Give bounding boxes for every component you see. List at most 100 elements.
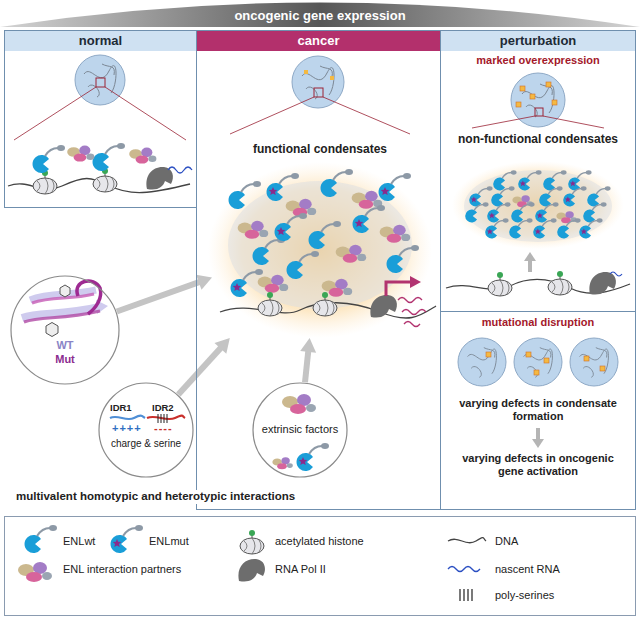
idr2-line: [147, 416, 185, 419]
subpanel: marked overexpressionnon-functional cond…: [441, 51, 635, 312]
partner-cluster: [380, 225, 411, 243]
enl-wt: [253, 237, 285, 265]
nucleus: [514, 338, 562, 386]
chromatin: [580, 348, 609, 378]
zoom-circle: extrinsic factors: [252, 382, 348, 478]
enl-mut: [469, 186, 492, 206]
condensate-dot: [584, 356, 589, 361]
partner-cluster: [258, 275, 289, 293]
side-chain: [46, 323, 58, 337]
charge-sign: ++++: [112, 422, 142, 435]
nucleosome: [488, 272, 512, 296]
enl-mut: [231, 269, 263, 297]
activation-arrow: [386, 282, 410, 296]
subpanel-header: mutational disruption: [441, 316, 635, 329]
condensate-glow: [452, 161, 624, 249]
enl-mut: [379, 173, 411, 201]
domain-label: IDR1: [110, 402, 138, 413]
recruit-arrowhead: [524, 252, 536, 261]
legend-text: DNA: [495, 535, 518, 548]
circle-label: extrinsic factors: [252, 423, 348, 436]
pol2: [146, 167, 173, 190]
zoom-line: [14, 87, 186, 140]
condensate-core: [464, 170, 612, 242]
down-arrow: [536, 428, 540, 440]
zoom-circle-fill: [252, 382, 348, 478]
charge-sign: ----: [154, 422, 184, 435]
zoom-line: [472, 116, 604, 128]
outcome-text: varying defects in oncogenic gene activa…: [448, 452, 628, 478]
side-chain: [60, 285, 70, 297]
domain-label: IDR2: [152, 402, 180, 413]
nucleosome: [258, 292, 282, 316]
zoom-line: [230, 97, 410, 134]
nucleus: [458, 338, 506, 386]
enl-wt: [509, 218, 532, 238]
partner-cluster: [67, 146, 94, 162]
arrowhead: [196, 275, 212, 290]
legend-poly-serines: [460, 589, 472, 601]
zoom-circle: WTMut: [10, 275, 120, 385]
partner-cluster: [238, 221, 269, 239]
condensate-dot: [486, 352, 491, 357]
legend-box: ENLwtENLmutacetylated histoneDNAENL inte…: [4, 516, 636, 616]
enl-wt: [465, 202, 488, 222]
annotation-label: multivalent homotypic and heterotypic in…: [14, 490, 297, 504]
condensate-dot: [526, 352, 531, 357]
enl-wt: [287, 251, 319, 279]
legend-text: nascent RNA: [495, 563, 560, 576]
idr1-line: [110, 416, 145, 419]
condensate-region: functional condensates: [212, 140, 428, 338]
partner-cluster: [129, 148, 156, 164]
pol2: [370, 295, 397, 318]
legend-text: acetylated histone: [275, 535, 364, 548]
legend-dna: [448, 538, 486, 543]
connector: [300, 338, 316, 382]
legend-text: ENL interaction partners: [63, 563, 181, 576]
circle-outline: [10, 275, 120, 385]
nucleus: [570, 338, 618, 386]
enl-wt: [229, 181, 261, 209]
enl-wt: [309, 221, 341, 249]
legend-nucleosome: [240, 530, 264, 554]
partner-cluster: [336, 245, 367, 263]
chromatin: [302, 66, 334, 99]
poly-serine-ticks: [158, 414, 167, 423]
down-arrowhead: [532, 439, 544, 448]
enl-mut: [267, 173, 299, 201]
circle-outline: [11, 276, 119, 384]
enl-wt: [93, 143, 125, 171]
enl-mut: [485, 218, 508, 238]
condensate-label: functional condensates: [212, 142, 428, 156]
arrowhead: [300, 338, 316, 353]
enl-mut: [579, 218, 602, 238]
legend-enl-mut: [111, 525, 143, 553]
condensate-dot: [546, 82, 551, 87]
condensate-dot: [516, 102, 521, 107]
enl-wt: [557, 218, 580, 238]
enl-mut: [297, 443, 329, 471]
panel-header: normal: [5, 31, 196, 51]
connector: [178, 338, 229, 395]
activation-arrowhead: [410, 276, 421, 288]
variant-label: WT: [10, 339, 120, 352]
nascent-rna: [610, 272, 622, 276]
enl-mut: [275, 213, 307, 241]
enl-mut: [353, 205, 385, 233]
condensate-dot: [544, 358, 549, 363]
legend-partners: [18, 562, 52, 582]
condensate-label: non-functional condensates: [452, 132, 624, 146]
zoom-circle: IDR1IDR2++++----charge & serine: [98, 382, 194, 478]
connector-line: [178, 345, 223, 394]
condensate-dot: [520, 86, 525, 91]
enl-mut: [563, 186, 586, 206]
partner-cluster: [352, 191, 383, 209]
nucleosome: [93, 168, 117, 192]
enl-wt: [491, 186, 514, 206]
variant-label: Mut: [10, 353, 120, 366]
circle-outline: [99, 383, 193, 477]
nascent-rna: [398, 298, 426, 327]
nucleosome: [33, 170, 57, 194]
